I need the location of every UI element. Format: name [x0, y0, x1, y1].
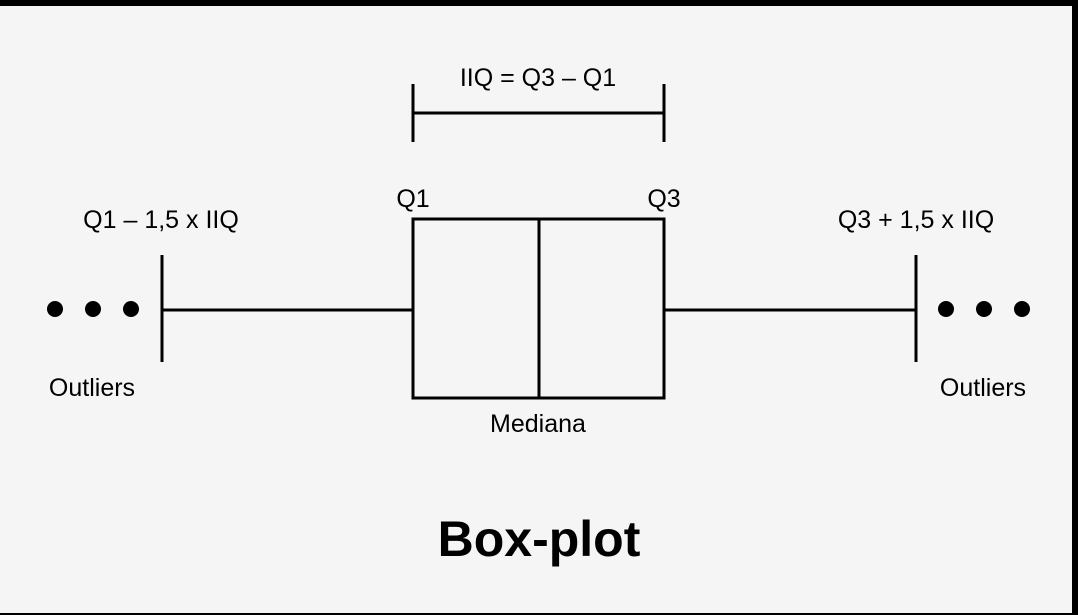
outlier-dot	[938, 301, 954, 317]
outlier-dot	[123, 301, 139, 317]
left-outliers-label: Outliers	[49, 374, 135, 402]
whiskers	[160, 255, 918, 362]
iiq-formula-label: IIQ = Q3 – Q1	[460, 64, 616, 92]
right-outlier-dots	[938, 301, 1030, 317]
box	[411, 217, 666, 400]
q3-label: Q3	[647, 185, 680, 213]
median-label: Mediana	[490, 410, 586, 438]
right-outliers-label: Outliers	[940, 374, 1026, 402]
lower-fence-label: Q1 – 1,5 x IIQ	[83, 206, 239, 234]
outlier-dot	[976, 301, 992, 317]
diagram-title: Box-plot	[438, 511, 641, 567]
outlier-dot	[85, 301, 101, 317]
outlier-dot	[1014, 301, 1030, 317]
outlier-dot	[47, 301, 63, 317]
left-outlier-dots	[47, 301, 139, 317]
q1-label: Q1	[396, 185, 429, 213]
upper-fence-label: Q3 + 1,5 x IIQ	[838, 206, 994, 234]
iiq-bracket	[411, 84, 666, 142]
